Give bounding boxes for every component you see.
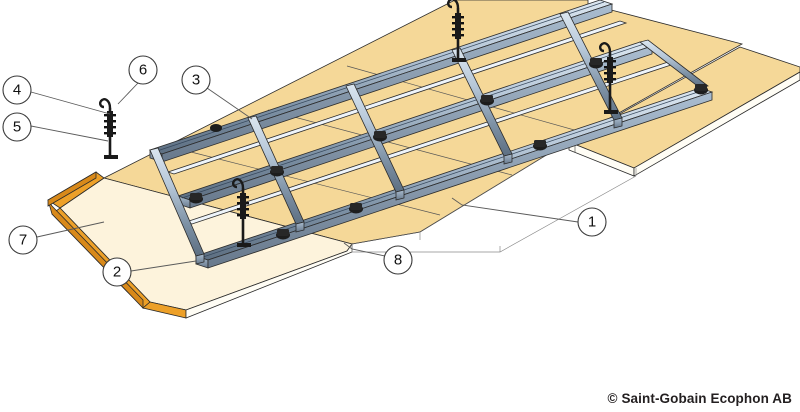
- callout-5-circle: [2, 112, 32, 142]
- connector-clip: [270, 166, 284, 177]
- callout-2[interactable]: 2: [102, 257, 197, 287]
- callout-5[interactable]: 5: [2, 112, 109, 142]
- grid-connector-clips: [189, 58, 708, 240]
- callout-3-leader: [206, 87, 253, 120]
- callout-7[interactable]: 7: [8, 221, 105, 255]
- hanger-hook-icon: [99, 98, 112, 109]
- callout-3[interactable]: 3: [181, 65, 253, 120]
- callout-7-leader: [36, 221, 105, 238]
- callout-6-circle: [128, 55, 158, 85]
- suspension-grid: [148, 0, 714, 269]
- callout-3-circle: [181, 65, 211, 95]
- hanger-spring-clip: [104, 111, 116, 137]
- callout-2-circle: [102, 257, 132, 287]
- callout-4[interactable]: 4: [2, 75, 111, 115]
- connector-clip: [480, 95, 494, 106]
- callout-6[interactable]: 6: [117, 55, 158, 105]
- hanger-hook-icon: [447, 0, 460, 9]
- hanger-hook-icon: [232, 178, 245, 189]
- callout-8-circle: [383, 245, 413, 275]
- callout-5-label: 5: [13, 119, 21, 136]
- callout-1-label: 1: [588, 214, 596, 231]
- hanger-assembly-top: [447, 0, 466, 62]
- hanger-spring-clip: [604, 57, 616, 83]
- callout-8-label: 8: [394, 252, 402, 269]
- connector-clip: [373, 131, 387, 142]
- callout-4-leader: [30, 91, 111, 115]
- connector-clip: [589, 58, 603, 69]
- callout-2-leader: [130, 260, 197, 272]
- callout-6-leader: [117, 82, 139, 105]
- connector-clip: [189, 193, 203, 204]
- callout-3-label: 3: [192, 72, 200, 89]
- callout-7-circle: [8, 225, 38, 255]
- hanger-assembly-mid-left: [232, 178, 251, 247]
- callout-1[interactable]: 1: [451, 197, 607, 237]
- connector-clip: [694, 84, 708, 95]
- connector-clip: [533, 140, 547, 151]
- connector-clip: [276, 229, 290, 240]
- hanger-assembly-right: [599, 42, 618, 114]
- ghost-construction-lines: [351, 168, 637, 253]
- callout-4-label: 4: [13, 82, 21, 99]
- connector-clip: [210, 124, 222, 132]
- hanger-spring-clip: [452, 13, 464, 39]
- callout-1-circle: [577, 207, 607, 237]
- callout-6-label: 6: [139, 62, 147, 79]
- callout-7-label: 7: [19, 232, 27, 249]
- callout-group: 1 2 3 4 5: [2, 55, 607, 287]
- callout-8-leader: [343, 242, 386, 257]
- callout-1-leader: [451, 197, 579, 223]
- grid-main-runner-upper: [148, 0, 614, 163]
- hanger-spring-clip: [237, 193, 249, 219]
- hanger-hook-icon: [599, 42, 612, 53]
- callout-8[interactable]: 8: [343, 242, 413, 275]
- connector-clip: [349, 203, 363, 214]
- copyright-notice: © Saint-Gobain Ecophon AB: [607, 391, 792, 406]
- hanger-assemblies: [99, 0, 618, 247]
- hanger-assembly-left: [99, 98, 118, 159]
- callout-5-leader: [30, 125, 109, 142]
- callout-2-label: 2: [113, 264, 121, 281]
- callout-4-circle: [2, 75, 32, 105]
